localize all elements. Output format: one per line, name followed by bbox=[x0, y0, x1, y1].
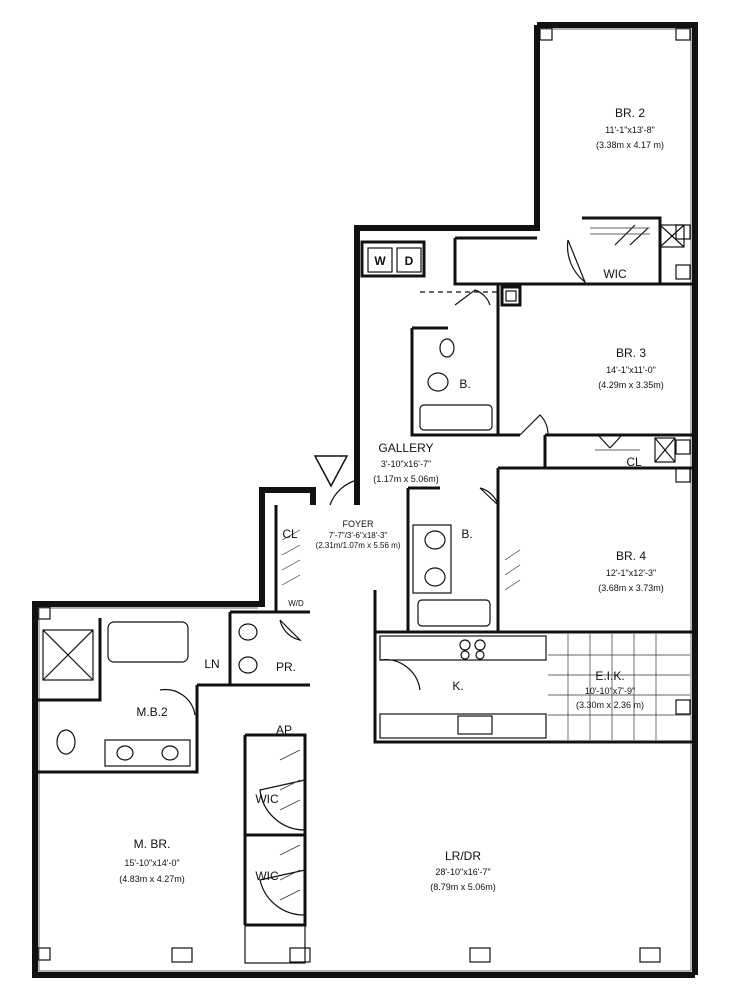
foyer-dim-imperial: 7'-7"/3'-6"x18'-3" bbox=[329, 531, 388, 540]
ap-label: AP bbox=[276, 723, 292, 737]
interior-walls bbox=[35, 216, 695, 964]
eik-dim-imperial: 10'-10"x7'-9" bbox=[585, 686, 635, 696]
exterior-walls bbox=[32, 22, 698, 978]
bath-2-label: B. bbox=[461, 527, 472, 541]
powder-room-label: PR. bbox=[276, 660, 296, 674]
wic-2-label: WIC bbox=[255, 869, 279, 883]
lrdr-name: LR/DR bbox=[445, 849, 481, 863]
br2-dim-metric: (3.38m x 4.17 m) bbox=[596, 140, 664, 150]
br4-dim-imperial: 12'-1"x12'-3" bbox=[606, 568, 656, 578]
master-bath-label: M.B.2 bbox=[136, 705, 168, 719]
br3-dim-imperial: 14'-1"x11'-0" bbox=[606, 365, 656, 375]
washer-label: W bbox=[374, 254, 386, 268]
br3-dim-metric: (4.29m x 3.35m) bbox=[598, 380, 664, 390]
foyer-name: FOYER bbox=[342, 519, 374, 529]
br2-dim-imperial: 11'-1"x13'-8" bbox=[605, 125, 655, 135]
br2-name: BR. 2 bbox=[615, 106, 645, 120]
gallery-dim-imperial: 3'-10"x16'-7" bbox=[381, 459, 431, 469]
room-labels: BR. 2 11'-1"x13'-8" (3.38m x 4.17 m) BR.… bbox=[119, 106, 664, 892]
br3-name: BR. 3 bbox=[616, 346, 646, 360]
gallery-dim-metric: (1.17m x 5.06m) bbox=[373, 474, 439, 484]
eik-dim-metric: (3.30m x 2.36 m) bbox=[576, 700, 644, 710]
bath-1-label: B. bbox=[459, 377, 470, 391]
eik-name: E.I.K. bbox=[595, 669, 624, 683]
lrdr-dim-imperial: 28'-10"x16'-7" bbox=[435, 867, 490, 877]
wd-label: W/D bbox=[288, 599, 304, 608]
washer-box bbox=[367, 247, 393, 273]
foyer-dim-metric: (2.31m/1.07m x 5.56 m) bbox=[316, 541, 401, 550]
kitchen-label: K. bbox=[452, 679, 463, 693]
dryer-box bbox=[396, 247, 422, 273]
wic-br2-label: WIC bbox=[603, 267, 627, 281]
closet-foyer-label: CL bbox=[282, 527, 298, 541]
mbr-name: M. BR. bbox=[134, 837, 171, 851]
entry-marker bbox=[313, 455, 349, 488]
linen-label: LN bbox=[204, 657, 219, 671]
lrdr-dim-metric: (8.79m x 5.06m) bbox=[430, 882, 496, 892]
dryer-label: D bbox=[405, 254, 414, 268]
mbr-dim-imperial: 15'-10"x14'-0" bbox=[124, 858, 179, 868]
closet-br3-label: CL bbox=[626, 455, 642, 469]
wic-1-label: WIC bbox=[255, 792, 279, 806]
br4-name: BR. 4 bbox=[616, 549, 646, 563]
door-swings bbox=[159, 224, 649, 916]
br4-dim-metric: (3.68m x 3.73m) bbox=[598, 583, 664, 593]
mbr-dim-metric: (4.83m x 4.27m) bbox=[119, 874, 185, 884]
fixtures bbox=[42, 224, 690, 901]
gallery-name: GALLERY bbox=[378, 441, 433, 455]
